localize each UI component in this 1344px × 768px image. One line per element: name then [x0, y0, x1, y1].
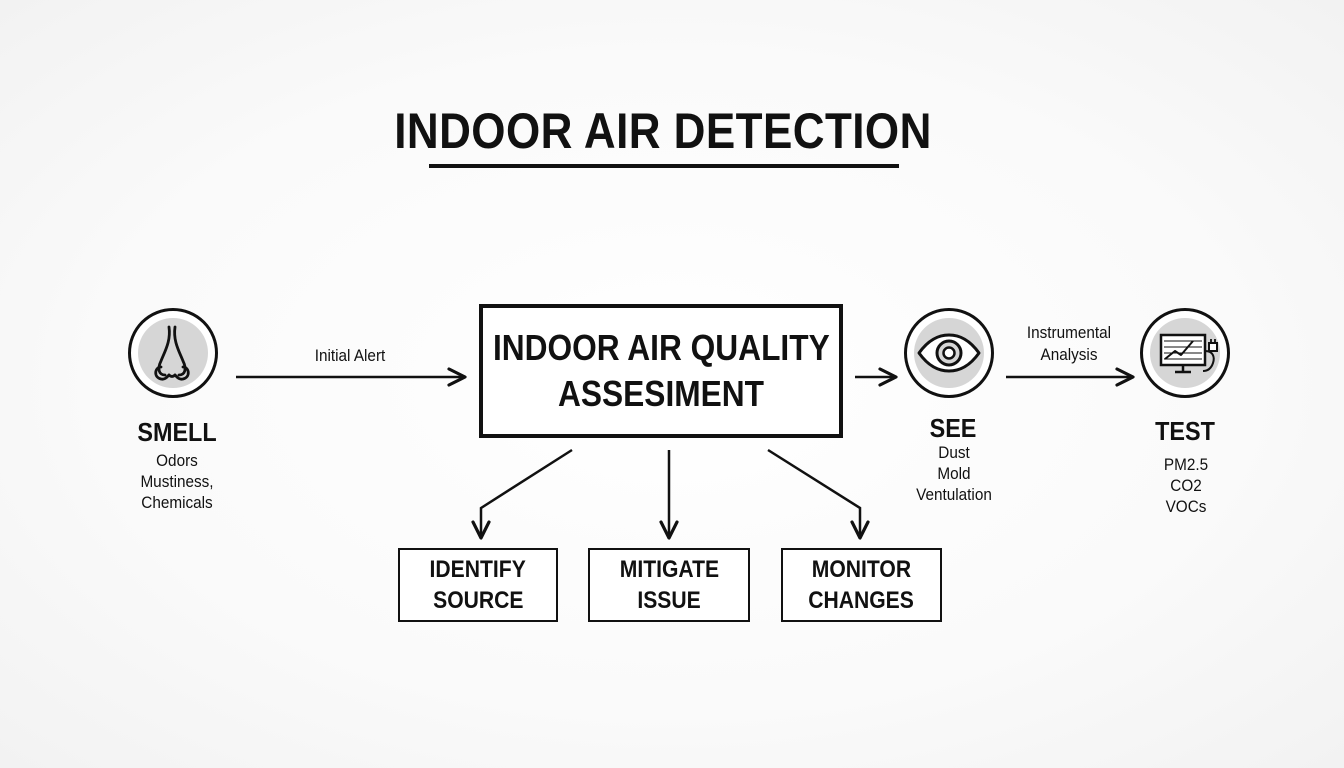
monitor-chart-icon: [1159, 333, 1218, 374]
page-title: INDOOR AIR DETECTION: [394, 103, 932, 159]
assessment-box: INDOOR AIR QUALITY ASSESIMENT: [479, 304, 843, 438]
edge-label-line1: Instrumental: [1026, 323, 1112, 342]
identify-source-box: IDENTIFY SOURCE: [398, 548, 558, 622]
see-title: SEE: [929, 413, 977, 443]
list-item: Ventulation: [916, 485, 992, 504]
edge-label-initial-alert: Initial Alert: [314, 346, 386, 365]
edge-label-line2: Analysis: [1040, 345, 1098, 364]
smell-items: Odors Mustiness, Chemicals: [114, 450, 240, 513]
list-item: VOCs: [1165, 497, 1207, 516]
list-item: Odors: [156, 451, 198, 470]
eye-icon: [917, 333, 981, 373]
monitor-line1: MONITOR: [811, 556, 912, 583]
identify-line2: SOURCE: [432, 587, 524, 614]
assessment-title-line1: INDOOR AIR QUALITY: [492, 327, 830, 368]
smell-title: SMELL: [137, 417, 217, 447]
mitigate-line2: ISSUE: [637, 587, 701, 614]
list-item: Mustiness,: [140, 472, 214, 491]
edge-label-instrumental-analysis: Instrumental Analysis: [1020, 322, 1119, 366]
arrow-to-monitor: [767, 448, 870, 540]
list-item: Mold: [937, 464, 971, 483]
monitor-changes-box: MONITOR CHANGES: [781, 548, 942, 622]
arrow-to-identify: [471, 448, 573, 540]
list-item: Dust: [938, 443, 970, 462]
identify-line1: IDENTIFY: [429, 556, 527, 583]
list-item: CO2: [1170, 476, 1202, 495]
assessment-title-line2: ASSESIMENT: [558, 373, 764, 414]
test-items: PM2.5 CO2 VOCs: [1123, 454, 1249, 517]
see-items: Dust Mold Ventulation: [891, 442, 1017, 505]
smell-node: [128, 308, 218, 398]
nose-icon: [154, 325, 190, 381]
test-node: [1140, 308, 1230, 398]
mitigate-line1: MITIGATE: [619, 556, 719, 583]
list-item: Chemicals: [141, 493, 213, 512]
see-node: [904, 308, 994, 398]
test-title: TEST: [1155, 416, 1215, 446]
title-underline: [429, 164, 899, 168]
mitigate-issue-box: MITIGATE ISSUE: [588, 548, 750, 622]
list-item: PM2.5: [1163, 455, 1209, 474]
monitor-line2: CHANGES: [808, 587, 915, 614]
